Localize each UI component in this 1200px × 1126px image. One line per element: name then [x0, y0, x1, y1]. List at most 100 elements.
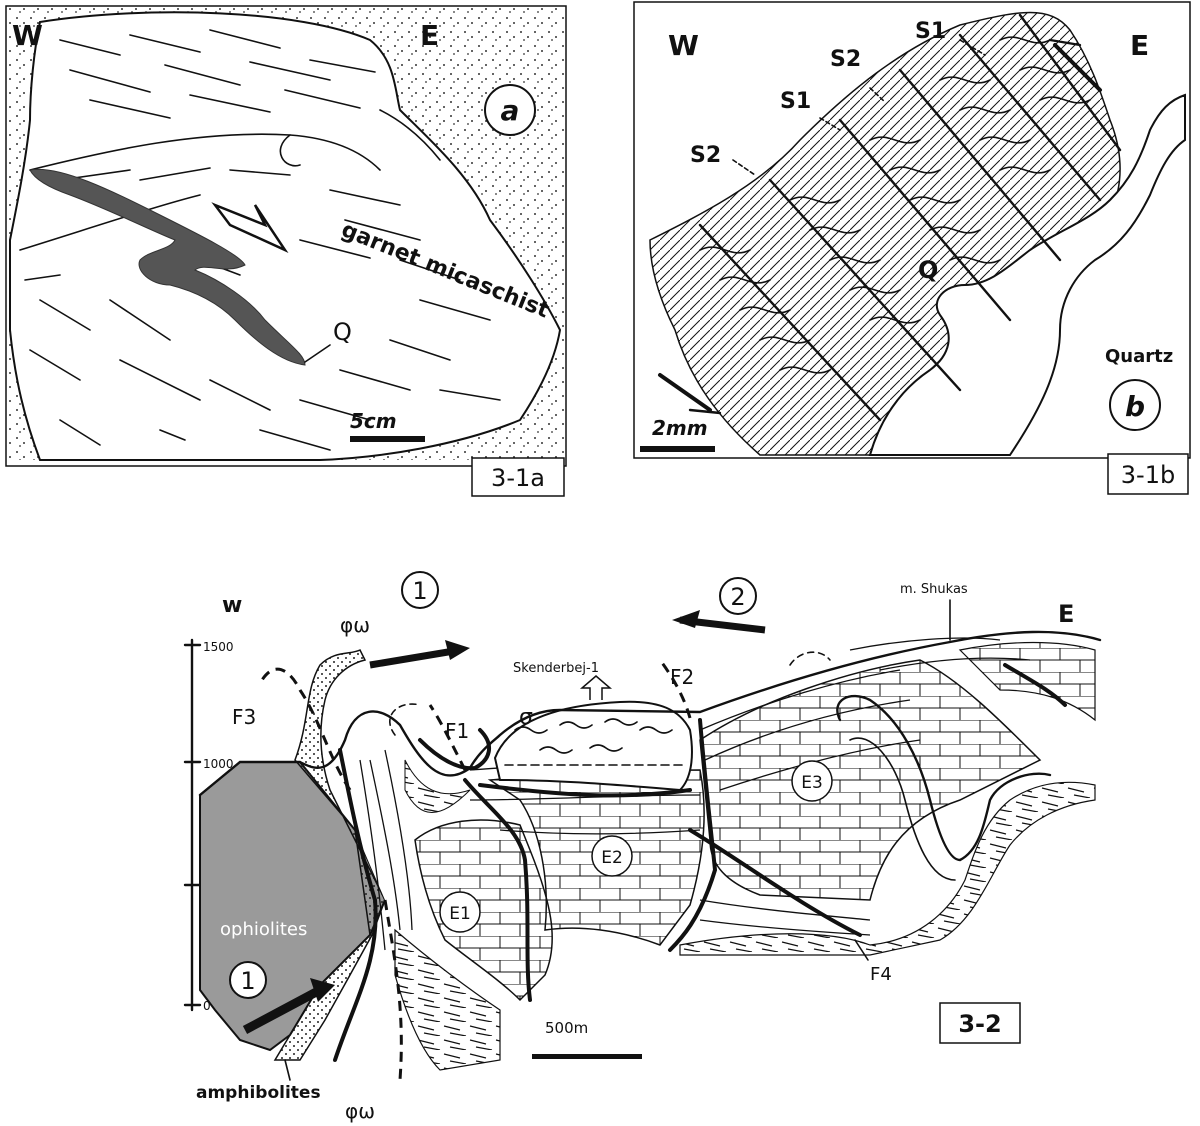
section-flysch-fold-core: [404, 759, 471, 813]
section-tick-0: 0: [203, 999, 211, 1013]
panel-b: W E S1 S2 S1 S2 Q Quartz b 2mm 3-1b: [633, 1, 1191, 495]
section-fault-f4: [688, 828, 862, 937]
panel-b-letter: b: [1125, 390, 1145, 423]
section-3-2: 1500 1000 500 0 w E: [183, 571, 1102, 1123]
section-sigma-label: σ: [519, 705, 533, 730]
panel-a-scale-bar: [350, 436, 425, 442]
panel-a-q-leader: [304, 344, 331, 363]
section-scale-label: 500m: [545, 1019, 588, 1037]
panel-b-letter-circle: [1109, 379, 1161, 431]
panel-b-quartz-label: Quartz: [1105, 346, 1173, 367]
section-e3-limestone: [699, 659, 1042, 901]
section-e1-circle: [439, 891, 481, 933]
section-f4-fold-inner: [849, 737, 956, 881]
section-e2-circle: [591, 835, 633, 877]
section-fault-f2: [658, 659, 692, 719]
section-skenderbej-waves: [514, 718, 673, 754]
section-ophiolites-label: ophiolites: [220, 919, 307, 940]
panel-b-tag: 3-1b: [1121, 461, 1175, 489]
section-e1-label: E1: [449, 904, 471, 924]
section-f4-label: F4: [870, 964, 892, 985]
panel-b-s1-mid: S1: [780, 89, 811, 114]
section-fault-e1-e2: [463, 778, 532, 1002]
section-circle-1-top-label: 1: [412, 577, 427, 605]
section-axis-ticks: [183, 643, 202, 1007]
section-f3-label: F3: [232, 705, 256, 729]
panel-b-s-leaders: [732, 39, 986, 176]
panel-a-rock-block: [9, 11, 562, 461]
panel-b-shear-arrow-top: [1053, 43, 1102, 92]
panel-a-quartz-vein: [29, 168, 306, 366]
section-tag: 3-2: [958, 1010, 1001, 1038]
panel-b-s1-crenulations: [699, 36, 1091, 374]
section-east-thrust: [1003, 663, 1067, 707]
panel-b-s2-top: S2: [830, 47, 861, 72]
section-tag-box: [939, 1002, 1021, 1044]
panel-a-letter-circle: [484, 84, 536, 136]
section-arrow-1-bottom: [242, 986, 323, 1034]
panel-b-s2-mid: S2: [690, 143, 721, 168]
section-e2-label: E2: [601, 848, 623, 868]
section-fold-hinge: [418, 728, 491, 771]
panel-a-letter: a: [501, 94, 520, 127]
section-circle-2-top-label: 2: [730, 583, 745, 611]
section-label-e: E: [1058, 600, 1074, 628]
section-fault-f1: [428, 704, 467, 771]
panel-b-scale-bar: [640, 446, 715, 452]
section-eroded-fold-east: [789, 651, 831, 666]
section-skenderbej-base: [478, 783, 692, 798]
section-label-w: w: [222, 593, 242, 618]
section-eroded-fold: [389, 703, 421, 736]
section-arrow-2-top-head: [672, 610, 700, 628]
section-f1-label: F1: [445, 719, 469, 743]
section-arrow-1-top: [369, 646, 461, 669]
panel-b-scale-label: 2mm: [652, 416, 708, 440]
panel-a-shear-arrow: [211, 202, 289, 253]
panel-a-label-e: E: [420, 19, 439, 52]
section-fault-e2-e3: [668, 718, 718, 952]
panel-b-shear-arrow-bottom-head: [688, 408, 722, 415]
panel-b-shear-arrow-top-head: [1048, 38, 1082, 47]
panel-b-s2-cleavage: [698, 13, 1122, 422]
panel-b-quartz-layer: [868, 93, 1186, 456]
section-fault-f3: [260, 667, 352, 791]
section-phi-top: φω: [340, 613, 370, 637]
section-amphibolites-leader: [284, 1059, 291, 1081]
panel-b-s1-top: S1: [915, 19, 946, 44]
section-bedding: [359, 637, 1031, 951]
section-topography: [198, 630, 1102, 797]
section-tick-1500: 1500: [203, 640, 234, 654]
panel-b-label-w: W: [668, 29, 699, 62]
section-f4-fold: [836, 694, 1052, 862]
section-amphibolites-label: amphibolites: [196, 1083, 321, 1103]
panel-a-q-label: Q: [333, 318, 352, 346]
panel-b-tag-box: [1107, 453, 1189, 495]
section-arrow-1-bottom-head: [310, 978, 335, 1002]
section-e3-circle: [791, 760, 833, 802]
section-e3-label: E3: [801, 773, 823, 793]
panel-a-foliation: [24, 29, 501, 451]
section-arrow-1-top-head: [445, 640, 470, 660]
section-thrust-main: [333, 748, 378, 1062]
section-f4-leader: [854, 939, 869, 961]
section-well-label: Skenderbej-1: [513, 661, 599, 676]
section-flysch-west: [394, 928, 501, 1071]
section-e1-limestone: [414, 819, 553, 1002]
panel-a-inner-boundary-2: [279, 109, 441, 167]
well-icon: [579, 675, 613, 700]
section-f2-label: F2: [670, 665, 694, 689]
panel-a-label-w: W: [12, 19, 43, 52]
section-east-limestone: [958, 641, 1096, 722]
panel-a-tag: 3-1a: [491, 464, 545, 492]
section-scale-bar: [532, 1054, 642, 1059]
section-circle-1-bottom-label: 1: [240, 967, 255, 995]
section-tick-1000: 1000: [203, 757, 234, 771]
panel-a: W E a garnet micaschist Q 5cm 3-1a: [5, 5, 567, 497]
section-circle-1-top: [401, 571, 439, 609]
section-circle-1-bottom: [229, 961, 267, 999]
panel-b-q-label: Q: [918, 256, 938, 284]
section-mountain-label: m. Shukas: [900, 582, 968, 597]
panel-b-shear-arrow-bottom: [658, 373, 712, 412]
section-circle-2-top: [719, 577, 757, 615]
